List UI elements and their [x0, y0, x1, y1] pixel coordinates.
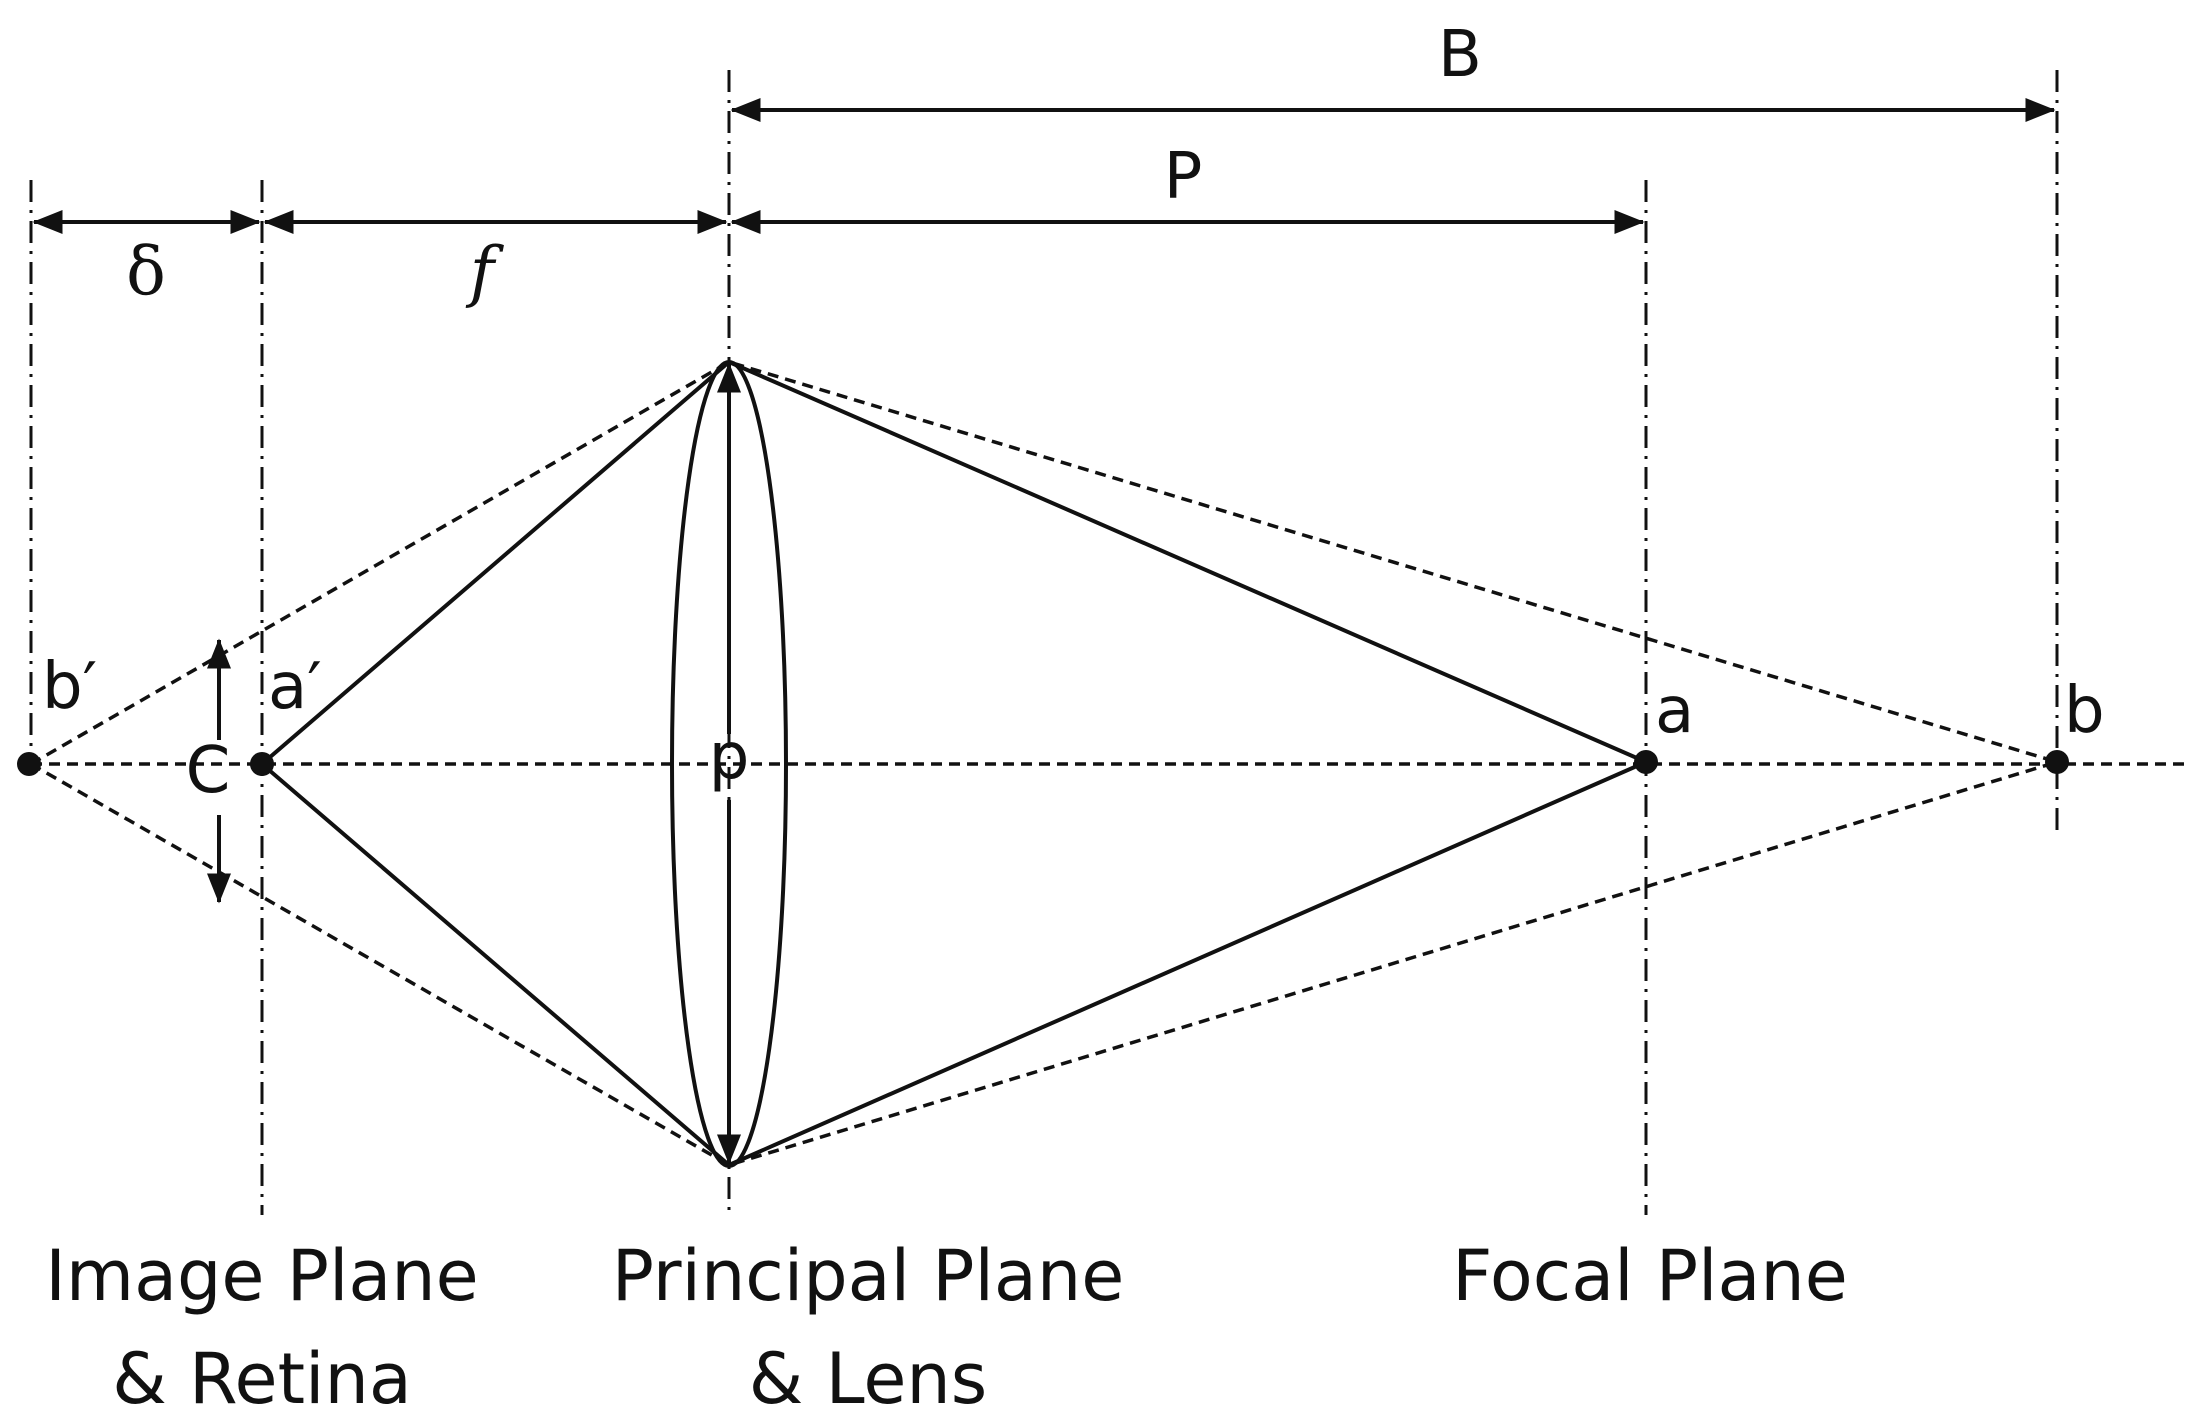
C-label: C: [186, 734, 231, 808]
delta-label: δ: [126, 233, 166, 310]
lens-shape: [670, 360, 788, 1168]
image-plane-caption: Image Plane: [45, 1235, 478, 1317]
point-a-prime: [250, 752, 274, 776]
a-prime-label: a′: [268, 650, 322, 724]
P-label: P: [1164, 140, 1203, 214]
a-label: a: [1655, 674, 1694, 748]
b-ray-lower: [30, 760, 2058, 1167]
point-b-prime: [17, 752, 41, 776]
b-prime-label: b′: [42, 650, 97, 724]
point-b: [2045, 750, 2069, 774]
focal-plane-caption: Focal Plane: [1452, 1235, 1848, 1317]
a-ray-upper: [260, 359, 1647, 766]
a-ray-lower: [260, 760, 1647, 1168]
f-label: f: [465, 233, 505, 310]
point-a: [1634, 750, 1658, 774]
p-label: p: [709, 720, 750, 794]
principal-plane-caption-line2: & Lens: [749, 1338, 988, 1420]
b-label: b: [2064, 674, 2105, 748]
b-ray-upper: [30, 360, 2058, 766]
image-plane-caption-line2: & Retina: [112, 1338, 412, 1420]
principal-plane-caption: Principal Plane: [612, 1235, 1125, 1317]
B-label: B: [1438, 18, 1482, 92]
